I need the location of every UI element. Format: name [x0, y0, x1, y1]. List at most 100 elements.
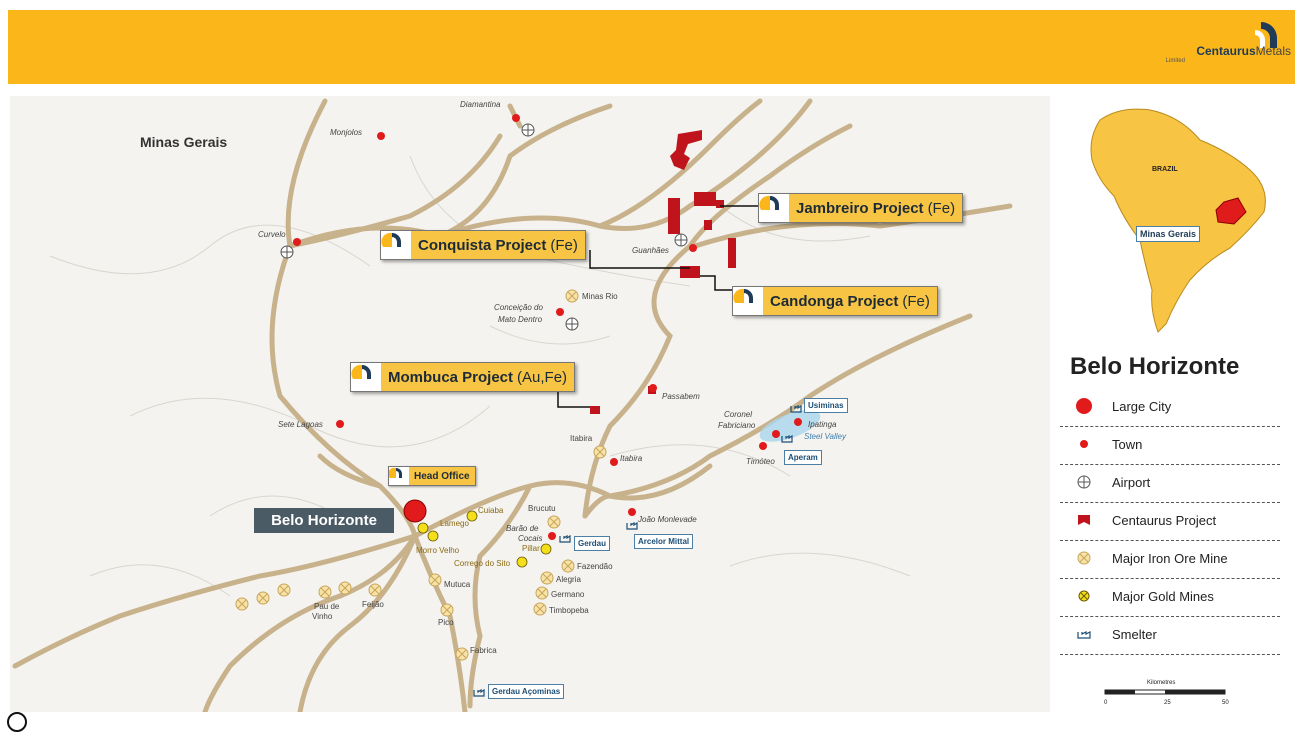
town-label: Itabira — [620, 454, 643, 463]
company-name: CentaurusMetals — [1196, 44, 1291, 58]
town-label: Conceição do — [494, 303, 543, 312]
legend-item: Smelter — [1060, 616, 1280, 655]
town-label: Cocais — [518, 534, 543, 543]
project-label-mombuca[interactable]: Mombuca Project(Au,Fe) — [350, 362, 576, 392]
gold-mine-label: Morro Velho — [416, 546, 460, 555]
town-label: Curvelo — [258, 230, 286, 239]
town-label: Mato Dentro — [498, 315, 543, 324]
iron-mine-label: Mutuca — [444, 580, 471, 589]
town-label: Ipatinga — [808, 420, 837, 429]
legend-item: Large City — [1060, 388, 1280, 427]
legend-label: Large City — [1112, 399, 1172, 414]
inset-state-label: Minas Gerais — [1136, 226, 1201, 242]
legend-item: Town — [1060, 426, 1280, 465]
gold-mine-icon — [1074, 586, 1096, 608]
smelter-icon — [1074, 624, 1096, 646]
regional-map: Minas Gerais Diamantina Monjolos Curvelo… — [10, 96, 1050, 712]
project-suffix: (Au,Fe) — [517, 368, 568, 386]
centaurus-logo-icon — [351, 363, 381, 391]
smelter-label: Usiminas — [804, 398, 848, 413]
smelter-label: Gerdau Açominas — [488, 684, 565, 699]
large-city-marker — [403, 499, 427, 523]
south-america-inset — [1090, 108, 1266, 333]
logo-mark-icon — [1247, 22, 1277, 48]
legend-item: Airport — [1060, 464, 1280, 503]
legend-label: Major Gold Mines — [1112, 589, 1214, 604]
iron-mine-label: Pau de — [314, 602, 340, 611]
iron-mine-icon — [1074, 548, 1096, 570]
town-label: Sete Lagoas — [278, 420, 323, 429]
legend-item: Centaurus Project — [1060, 502, 1280, 541]
legend-label: Airport — [1112, 475, 1151, 490]
steel-valley-label: Steel Valley — [804, 432, 846, 441]
iron-mine-label: Minas Rio — [582, 292, 618, 301]
scale-tick: 50 — [1222, 700, 1229, 706]
iron-mine-label: Timbopeba — [549, 606, 589, 615]
project-suffix: (Fe) — [927, 199, 956, 217]
map-base — [12, 98, 1013, 712]
gold-mine-label: Corrego do Sito — [454, 559, 511, 568]
iron-mine-label: Vinho — [312, 612, 333, 621]
head-office-text: Head Office — [409, 467, 475, 485]
iron-mine-label: Germano — [551, 590, 585, 599]
project-name: Mombuca Project — [388, 368, 514, 386]
scale-bar — [1104, 689, 1226, 695]
project-name: Candonga Project — [770, 292, 899, 310]
iron-mine-label: Feijão — [362, 600, 384, 609]
circle-shape — [7, 712, 27, 732]
centaurus-logo-icon — [733, 287, 763, 315]
header-bar — [8, 10, 1295, 84]
legend-item: Major Gold Mines — [1060, 578, 1280, 617]
project-suffix: (Fe) — [902, 292, 930, 310]
town-markers — [293, 114, 802, 540]
town-label: Diamantina — [460, 100, 501, 109]
project-icon — [1074, 510, 1096, 532]
centaurus-logo-icon — [389, 467, 409, 485]
gold-mine-label: Lamego — [440, 519, 469, 528]
town-icon — [1074, 434, 1096, 456]
airport-icon — [1074, 472, 1096, 494]
gold-mine-label: Cuiaba — [478, 506, 504, 515]
head-office-label[interactable]: Head Office — [388, 466, 476, 486]
town-label: João Monlevade — [638, 515, 697, 524]
legend-item: Major Iron Ore Mine — [1060, 540, 1280, 579]
legend-label: Town — [1112, 437, 1143, 452]
iron-mine-label: Fazendão — [577, 562, 613, 571]
region-label: Minas Gerais — [140, 134, 228, 150]
project-suffix: (Fe) — [550, 236, 578, 254]
town-label: Guanhães — [632, 246, 669, 255]
iron-mine-label: Itabira — [570, 434, 593, 443]
leader-lines — [557, 205, 758, 408]
iron-mine-label: Alegria — [556, 575, 581, 584]
scale-tick: 25 — [1164, 700, 1171, 706]
iron-mine-label: Pico — [438, 618, 454, 627]
iron-mine-label: Fabrica — [470, 646, 497, 655]
scale-tick: 0 — [1104, 700, 1108, 706]
smelter-markers — [473, 404, 802, 697]
project-label-conquista[interactable]: Conquista Project(Fe) — [380, 230, 586, 260]
company-logo: CentaurusMetals Limited — [1166, 14, 1291, 80]
legend-label: Smelter — [1112, 627, 1157, 642]
project-label-candonga[interactable]: Candonga Project(Fe) — [732, 286, 938, 316]
gold-mine-markers — [417, 510, 552, 568]
smelter-label: Arcelor Mittal — [634, 534, 694, 549]
legend-label: Major Iron Ore Mine — [1112, 551, 1228, 566]
iron-mine-label: Brucutu — [528, 504, 556, 513]
project-name: Conquista Project — [418, 236, 547, 254]
town-label: Timóteo — [746, 457, 775, 466]
town-label: Barão de — [506, 524, 539, 533]
town-label: Passabem — [662, 392, 700, 401]
project-name: Jambreiro Project — [796, 199, 924, 217]
iron-mine-crosses — [237, 291, 605, 659]
town-label: Coronel — [724, 410, 753, 419]
smelter-label: Aperam — [784, 450, 822, 465]
road-network — [12, 98, 1013, 712]
large-city-icon — [1074, 396, 1096, 418]
project-label-jambreiro[interactable]: Jambreiro Project(Fe) — [758, 193, 964, 223]
town-label: Monjolos — [330, 128, 363, 137]
centaurus-logo-icon — [381, 231, 411, 259]
inset-country-label: BRAZIL — [1152, 166, 1178, 173]
legend-title: Belo Horizonte — [1070, 353, 1240, 380]
centaurus-logo-icon — [759, 194, 789, 222]
gold-mine-label: Pillar — [522, 544, 540, 553]
